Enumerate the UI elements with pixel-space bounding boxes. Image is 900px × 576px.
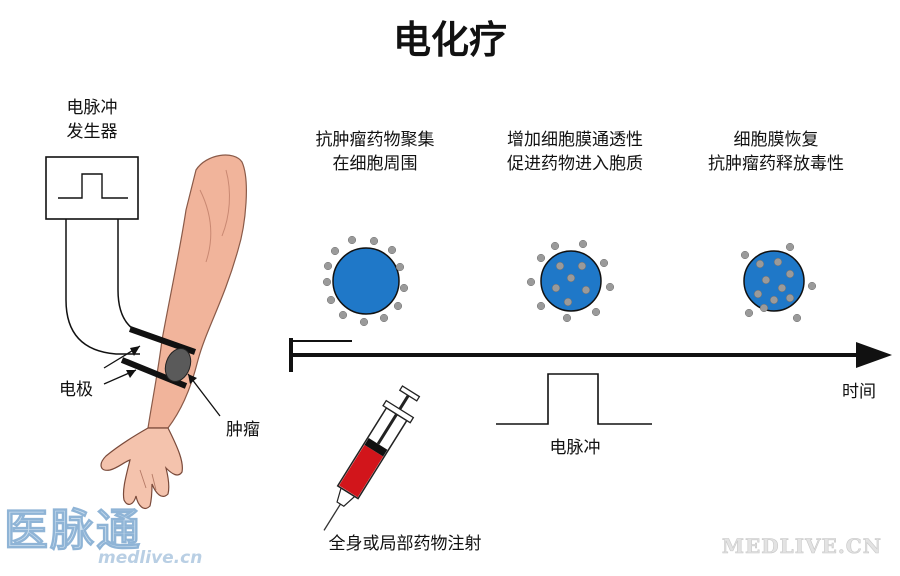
drug-particle [785,242,795,252]
stage-1-line2: 在细胞周围 [332,154,418,174]
drug-particle [555,261,565,271]
drug-particle [792,313,802,323]
drug-particle [395,262,405,272]
drug-particle [379,313,389,323]
drug-particle [536,301,546,311]
syringe [323,385,421,531]
stage-3-caption: 细胞膜恢复 抗肿瘤药释放毒性 [686,128,866,176]
tumor-label: 肿瘤 [226,420,260,440]
drug-particle [322,277,332,287]
electrode-label: 电极 [59,380,93,400]
drug-particle [777,283,787,293]
drug-particle [387,245,397,255]
drug-particle [807,281,817,291]
drug-particle [785,269,795,279]
pulse-label: 电脉冲 [549,438,601,458]
drug-particle [755,259,765,269]
drug-particle [761,275,771,285]
generator-label: 电脉冲 发生器 [40,96,144,144]
time-axis-label: 时间 [842,382,876,402]
stage-1-caption: 抗肿瘤药物聚集 在细胞周围 [290,128,460,176]
drug-particle [338,310,348,320]
drug-particle [359,317,369,327]
cable-outer [65,219,140,355]
drug-particle [323,261,333,271]
pulse-generator-box [45,156,139,220]
drug-particle [740,250,750,260]
watermark-right: MEDLIVE.CN [721,534,882,559]
electrode-top [128,326,197,355]
stage-3-line2: 抗肿瘤药释放毒性 [708,154,844,174]
stage-2-caption: 增加细胞膜通透性 促进药物进入胞质 [480,128,670,176]
time-axis-arrowhead [856,342,892,368]
drug-particle [347,235,357,245]
drug-particle [769,295,779,305]
drug-particle [759,303,769,313]
drug-particle [550,241,560,251]
drug-particle [393,301,403,311]
drug-particle [562,313,572,323]
drug-particle [578,239,588,249]
generator-label-line2: 发生器 [66,122,118,142]
drug-particle [399,283,409,293]
stage-2-line1: 增加细胞膜通透性 [507,130,643,150]
watermark-logo: 医脉通 [4,505,142,557]
pulse-waveform [496,373,652,425]
drug-particle [785,293,795,303]
drug-particle [563,297,573,307]
drug-particle [773,257,783,267]
watermark-url: medlive.cn [98,548,203,568]
drug-particle [526,277,536,287]
drug-particle [744,308,754,318]
drug-particle [753,289,763,299]
injection-label: 全身或局部药物注射 [328,534,482,554]
drug-particle [566,273,576,283]
drug-particle [581,285,591,295]
cells-group [322,235,817,327]
stage-1-line1: 抗肿瘤药物聚集 [315,130,435,150]
drug-particle [599,258,609,268]
drug-particle [330,246,340,256]
drug-particle [369,236,379,246]
tumor [164,348,192,382]
drug-particle [577,261,587,271]
drug-particle [605,282,615,292]
cell-1 [332,247,400,315]
generator-label-line1: 电脉冲 [66,98,118,118]
drug-particle [591,307,601,317]
drug-particle [551,283,561,293]
stage-3-line1: 细胞膜恢复 [733,130,819,150]
page-title: 电化疗 [392,18,507,62]
stage-2-line2: 促进药物进入胞质 [507,154,643,174]
drug-particle [536,253,546,263]
cable-inner [117,219,139,333]
generator-pulse-icon [58,173,128,199]
drug-particle [326,295,336,305]
